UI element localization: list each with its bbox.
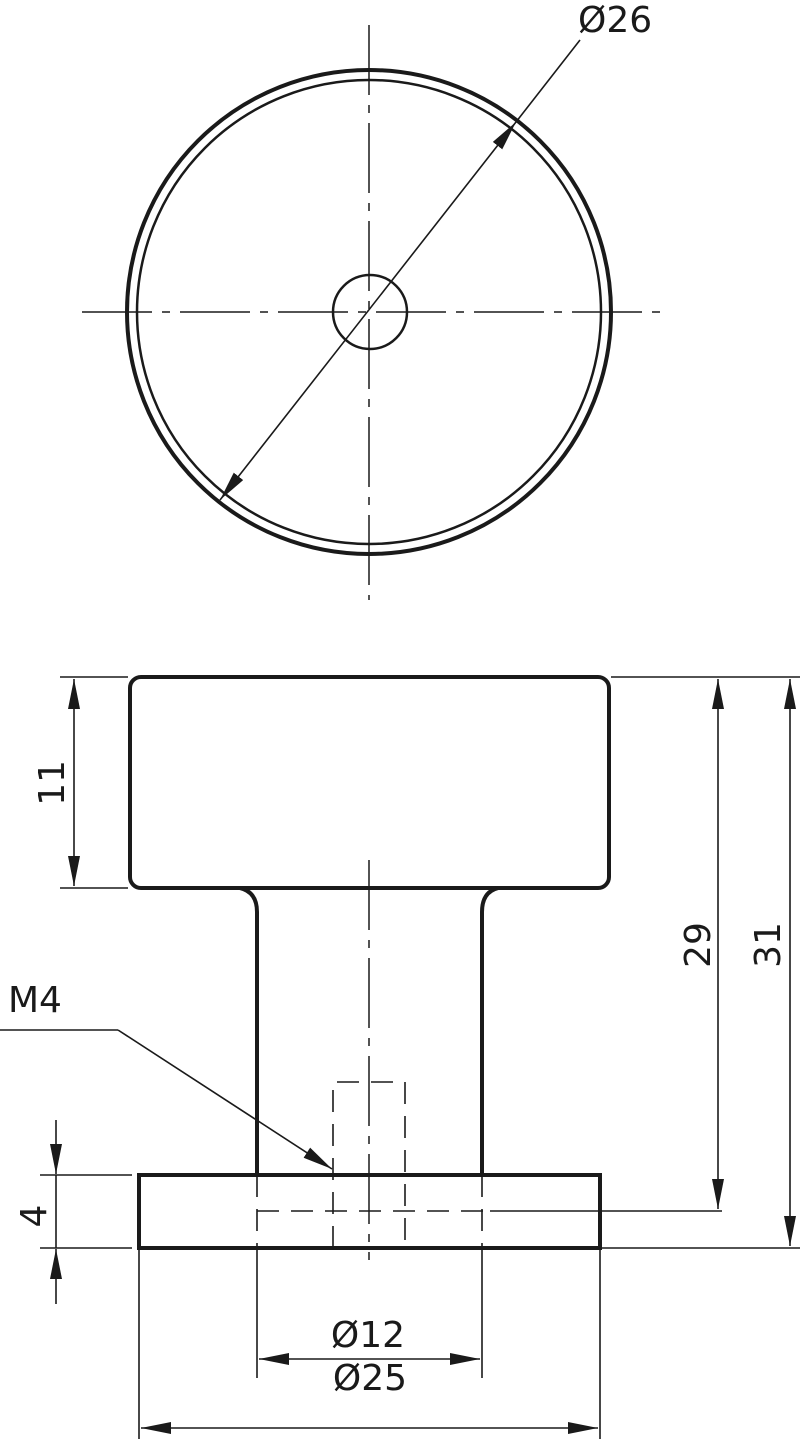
top-view-outer-circle	[125, 68, 613, 556]
dim-12-label: Ø12	[331, 1315, 405, 1356]
side-view: 11 4 29 31 M4 Ø12 Ø25	[0, 675, 800, 1439]
top-view-inner-circle	[135, 78, 603, 546]
knob-stem-outline	[239, 886, 499, 1175]
thread-hole-hidden-lines	[332, 1081, 406, 1248]
dim-4-label: 4	[14, 1205, 55, 1228]
dim-29-label: 29	[678, 922, 719, 968]
top-view: Ø26	[82, 0, 660, 600]
thread-m4-label: M4	[8, 980, 62, 1021]
diameter-26-leader	[515, 39, 581, 123]
diameter-26-dimension-line	[219, 121, 517, 501]
dim-25-label: Ø25	[333, 1358, 407, 1399]
dim-11-label: 11	[32, 760, 73, 806]
dim-31-label: 31	[748, 922, 789, 968]
thread-m4-leader-diagonal	[117, 1029, 333, 1170]
knob-cap-outline	[128, 675, 611, 890]
diameter-26-label: Ø26	[578, 0, 652, 41]
